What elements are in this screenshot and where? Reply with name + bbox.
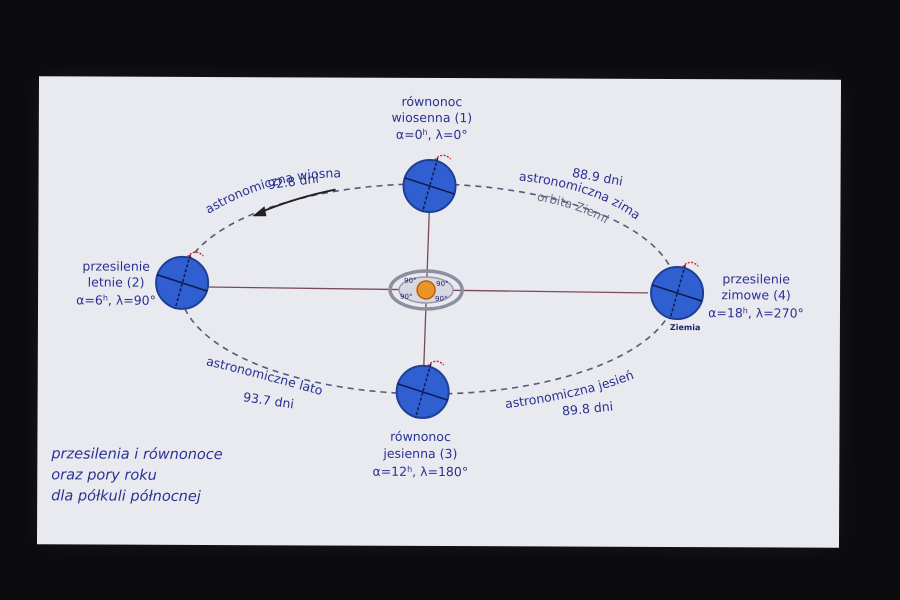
label-left-line1: przesilenie	[82, 258, 150, 273]
summer-days: 93.7 dni	[242, 389, 295, 411]
hour-mark: h	[103, 293, 108, 302]
autumn-days: 89.8 dni	[561, 398, 613, 418]
hour-mark: h	[743, 306, 748, 315]
label-top-line1: równonoc	[402, 94, 463, 109]
sun-angle-bl: 90°	[400, 293, 412, 301]
orbit-direction-arrow	[260, 188, 336, 214]
sun-group: 90° 90° 90° 90°	[388, 269, 464, 311]
rotation-arrow-bottom-icon	[427, 360, 445, 367]
earth-left	[155, 251, 210, 310]
sun-angle-tr: 90°	[436, 280, 448, 288]
caption-line1: przesilenia i równonoce	[51, 446, 223, 464]
label-right-line1: przesilenie	[722, 271, 790, 286]
label-top-coords: α=0h, λ=0°	[396, 127, 468, 142]
label-bottom-line2: jesienna (3)	[382, 446, 457, 461]
label-bottom-line1: równonoc	[390, 429, 451, 444]
rotation-arrow-left-icon	[186, 251, 204, 258]
caption: przesilenia i równonoce oraz pory roku d…	[51, 444, 223, 508]
label-right-line2: zimowe (4)	[721, 287, 791, 302]
seasons-diagram: 90° 90° 90° 90°	[76, 94, 804, 479]
hour-mark: h	[407, 464, 412, 473]
earth-label: Ziemia	[670, 323, 700, 332]
rotation-arrow-top-icon	[434, 154, 452, 161]
earth-right: Ziemia	[650, 261, 705, 332]
label-left-line2: letnie (2)	[88, 274, 145, 289]
caption-line2: oraz pory roku	[51, 467, 157, 484]
arrow-head	[252, 206, 267, 217]
sun-icon	[416, 280, 436, 300]
earth-top	[402, 154, 457, 213]
spring-days: 92.8 dni	[267, 170, 320, 192]
slide: 90° 90° 90° 90°	[36, 76, 842, 548]
label-bottom-coords: α=12h, λ=180°	[372, 464, 468, 479]
caption-line3: dla półkuli północnej	[51, 488, 201, 505]
sun-angle-tl: 90°	[404, 277, 416, 285]
rotation-arrow-right-icon	[681, 261, 699, 268]
label-right-coords: α=18h, λ=270°	[708, 305, 804, 320]
label-top-line2: wiosenna (1)	[391, 110, 472, 125]
earth-bottom	[395, 360, 450, 419]
label-left-coords: α=6h, λ=90°	[76, 292, 156, 307]
hour-mark: h	[423, 127, 428, 136]
sun-angle-br: 90°	[435, 295, 447, 303]
